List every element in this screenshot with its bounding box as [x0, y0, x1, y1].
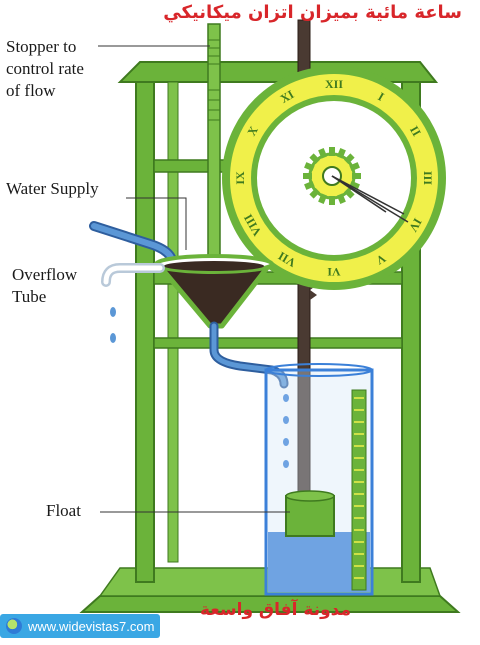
float — [285, 495, 335, 537]
clock-numeral: VI — [327, 265, 341, 279]
footer-arabic: مدونة آفاق واسعة — [200, 600, 351, 620]
clock-numeral: I — [375, 89, 386, 104]
clock-numeral: XI — [278, 87, 297, 106]
clock-numeral: IX — [233, 171, 247, 185]
website-badge[interactable]: www.widevistas7.com — [0, 614, 160, 638]
gear-tooth — [329, 147, 335, 156]
stopper-thread — [208, 39, 220, 121]
scale-ticks — [354, 397, 364, 579]
rack-tooth — [310, 290, 317, 300]
leader-lines — [98, 45, 290, 513]
cylinder-top — [265, 363, 373, 377]
post-left — [135, 81, 155, 583]
title-arabic: ساعة مائية بميزان اتزان ميكانيكي — [163, 2, 462, 23]
gear-tooth — [352, 173, 361, 179]
clock-hands — [331, 175, 409, 223]
gear-tooth — [336, 193, 346, 204]
gear-tooth — [329, 196, 335, 205]
overflow-drops — [110, 307, 116, 343]
post-mid-back — [167, 81, 179, 563]
gear-tooth — [349, 162, 360, 172]
gear-tooth — [318, 193, 328, 204]
gear-tooth — [304, 162, 315, 172]
crossbar-lower — [153, 337, 403, 349]
gear-tooth — [336, 148, 346, 159]
gear-tooth — [304, 180, 315, 190]
top-plate — [117, 61, 439, 83]
gear-tooth — [344, 153, 355, 164]
gear-tooth — [318, 148, 328, 159]
stopper-rod — [207, 23, 221, 275]
label-float: Float — [46, 501, 81, 520]
gear-tooth — [344, 188, 355, 199]
clock-numeral: III — [421, 171, 435, 185]
globe-icon — [6, 618, 22, 634]
label-overflow-tube: Overflow Tube — [12, 265, 78, 306]
gear-tooth — [309, 153, 320, 164]
falling-drops — [283, 394, 289, 468]
gear-tooth — [303, 173, 312, 179]
cylinder-scale — [351, 389, 367, 591]
label-stopper: Stopper to control rate of flow — [6, 37, 84, 100]
gear-tooth — [309, 188, 320, 199]
gear-tooth — [349, 180, 360, 190]
website-url: www.widevistas7.com — [28, 618, 155, 634]
clock-numeral: XII — [325, 77, 343, 91]
label-water-supply: Water Supply — [6, 179, 99, 198]
clock-numeral: IV — [406, 216, 425, 235]
